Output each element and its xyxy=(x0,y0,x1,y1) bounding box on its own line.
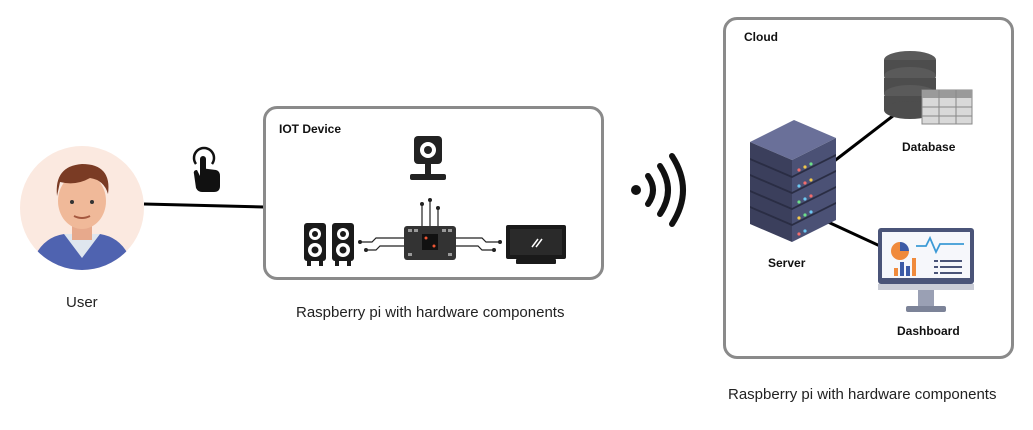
user-label: User xyxy=(66,294,98,311)
user-avatar-icon xyxy=(20,146,144,270)
cloud-title: Cloud xyxy=(744,30,778,44)
wireless-signal-icon xyxy=(631,153,686,227)
database-icon xyxy=(884,51,973,125)
touch-hand-icon xyxy=(192,146,220,192)
camera-icon xyxy=(410,136,446,180)
server-label: Server xyxy=(768,256,806,270)
server-icon xyxy=(750,120,836,242)
cloud-caption: Raspberry pi with hardware components xyxy=(728,386,997,403)
iot-device-title: IOT Device xyxy=(279,122,342,136)
display-screen-icon xyxy=(506,225,566,264)
iot-device-caption: Raspberry pi with hardware components xyxy=(296,304,565,321)
database-label: Database xyxy=(902,140,956,154)
dashboard-monitor-icon xyxy=(878,228,974,312)
dashboard-label: Dashboard xyxy=(897,324,960,338)
speakers-icon xyxy=(304,223,354,266)
raspberry-pi-board-icon xyxy=(358,198,502,260)
